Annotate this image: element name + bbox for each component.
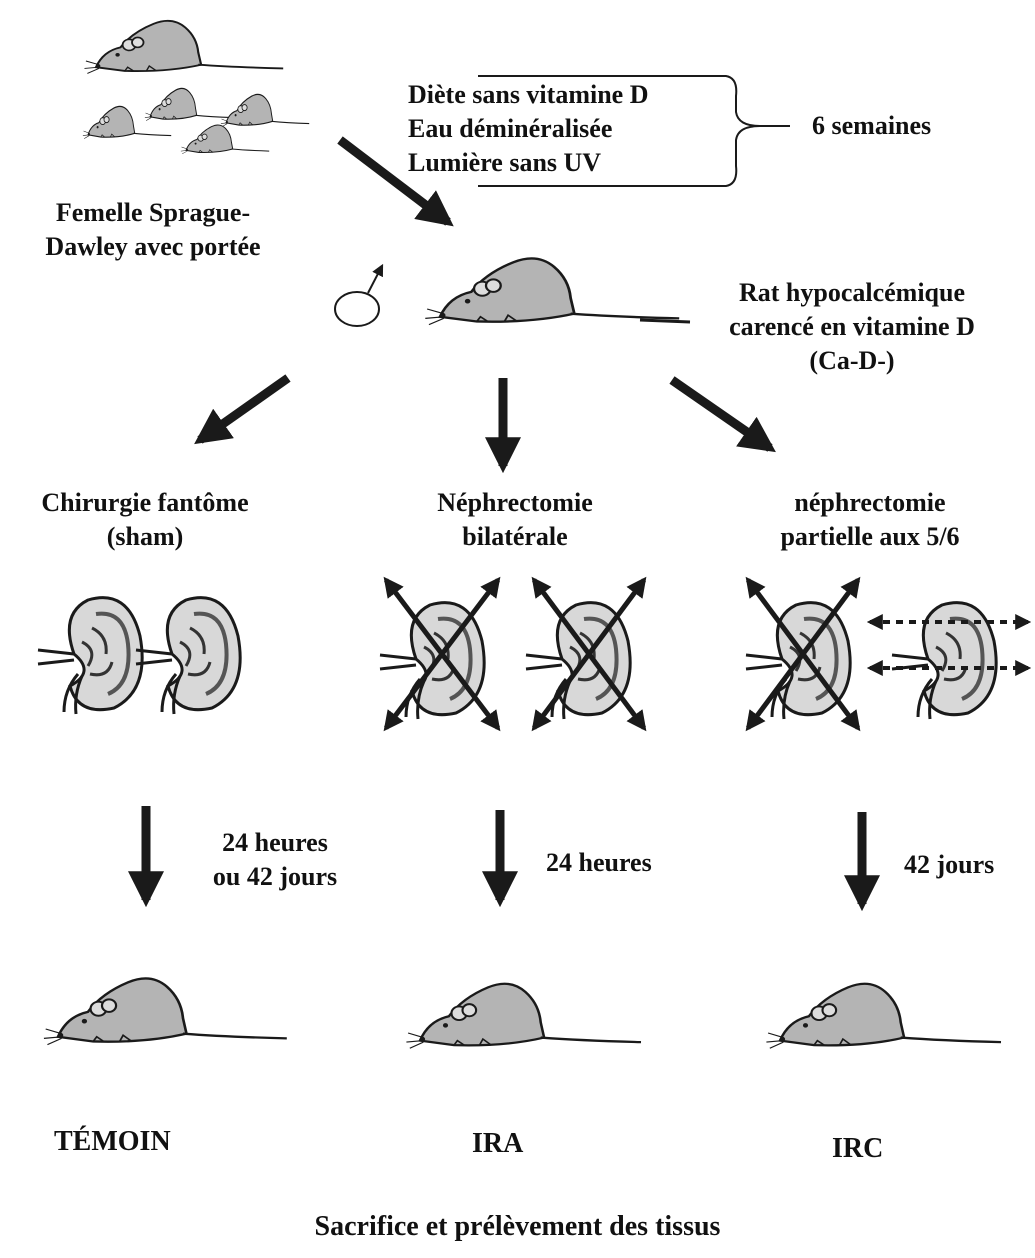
arrow-branch-sham	[200, 378, 288, 440]
condition-water: Eau déminéralisée	[408, 112, 648, 146]
branch-sham-title-line1: Chirurgie fantôme	[0, 486, 290, 520]
branch-partial-time: 42 jours	[904, 848, 994, 882]
rat-model-label: Rat hypocalcémique carencé en vitamine D…	[682, 276, 1022, 378]
branch-bilateral-title-line1: Néphrectomie	[380, 486, 650, 520]
rat-icon-pup-3	[221, 94, 309, 126]
group-irc: IRC	[832, 1132, 883, 1166]
mother-label-line1: Femelle Sprague-	[0, 196, 306, 230]
condition-light: Lumière sans UV	[408, 146, 648, 180]
arrow-branch-partial	[672, 380, 770, 448]
branch-partial-title-line2: partielle aux 5/6	[720, 520, 1020, 554]
mother-label: Femelle Sprague- Dawley avec portée	[0, 196, 306, 264]
group-ira: IRA	[472, 1127, 523, 1161]
rat-model-line1: Rat hypocalcémique	[682, 276, 1022, 310]
mother-label-line2: Dawley avec portée	[0, 230, 306, 264]
kidney-icon-sham-2	[136, 598, 240, 714]
branch-sham-time-line2: ou 42 jours	[190, 860, 360, 894]
rat-model-line2: carencé en vitamine D	[682, 310, 1022, 344]
male-symbol-icon	[335, 266, 382, 326]
rat-icon-pup-4	[181, 125, 269, 154]
branch-bilateral-title-line2: bilatérale	[380, 520, 650, 554]
branch-bilateral-time: 24 heures	[546, 846, 652, 880]
branch-sham-time: 24 heures ou 42 jours	[190, 826, 360, 894]
rat-icon-pup-2	[145, 88, 233, 120]
branch-sham-title: Chirurgie fantôme (sham)	[0, 486, 290, 554]
kidney-icon-sham-1	[38, 598, 142, 714]
rat-icon-irc	[766, 984, 1001, 1048]
branch-sham-title-line2: (sham)	[0, 520, 290, 554]
branch-bilateral-title: Néphrectomie bilatérale	[380, 486, 650, 554]
conditions-list: Diète sans vitamine D Eau déminéralisée …	[408, 78, 648, 180]
rat-model-line3: (Ca-D-)	[682, 344, 1022, 378]
rat-icon-ira	[406, 984, 641, 1048]
condition-diet: Diète sans vitamine D	[408, 78, 648, 112]
group-temoin: TÉMOIN	[54, 1125, 171, 1159]
footer-caption: Sacrifice et prélèvement des tissus	[0, 1210, 1035, 1244]
conditions-duration: 6 semaines	[812, 109, 931, 143]
rat-icon-mother	[84, 21, 283, 74]
rat-icon-temoin	[44, 978, 287, 1044]
branch-partial-title: néphrectomie partielle aux 5/6	[720, 486, 1020, 554]
branch-partial-title-line1: néphrectomie	[720, 486, 1020, 520]
branch-sham-time-line1: 24 heures	[190, 826, 360, 860]
rat-icon-model	[425, 258, 679, 324]
